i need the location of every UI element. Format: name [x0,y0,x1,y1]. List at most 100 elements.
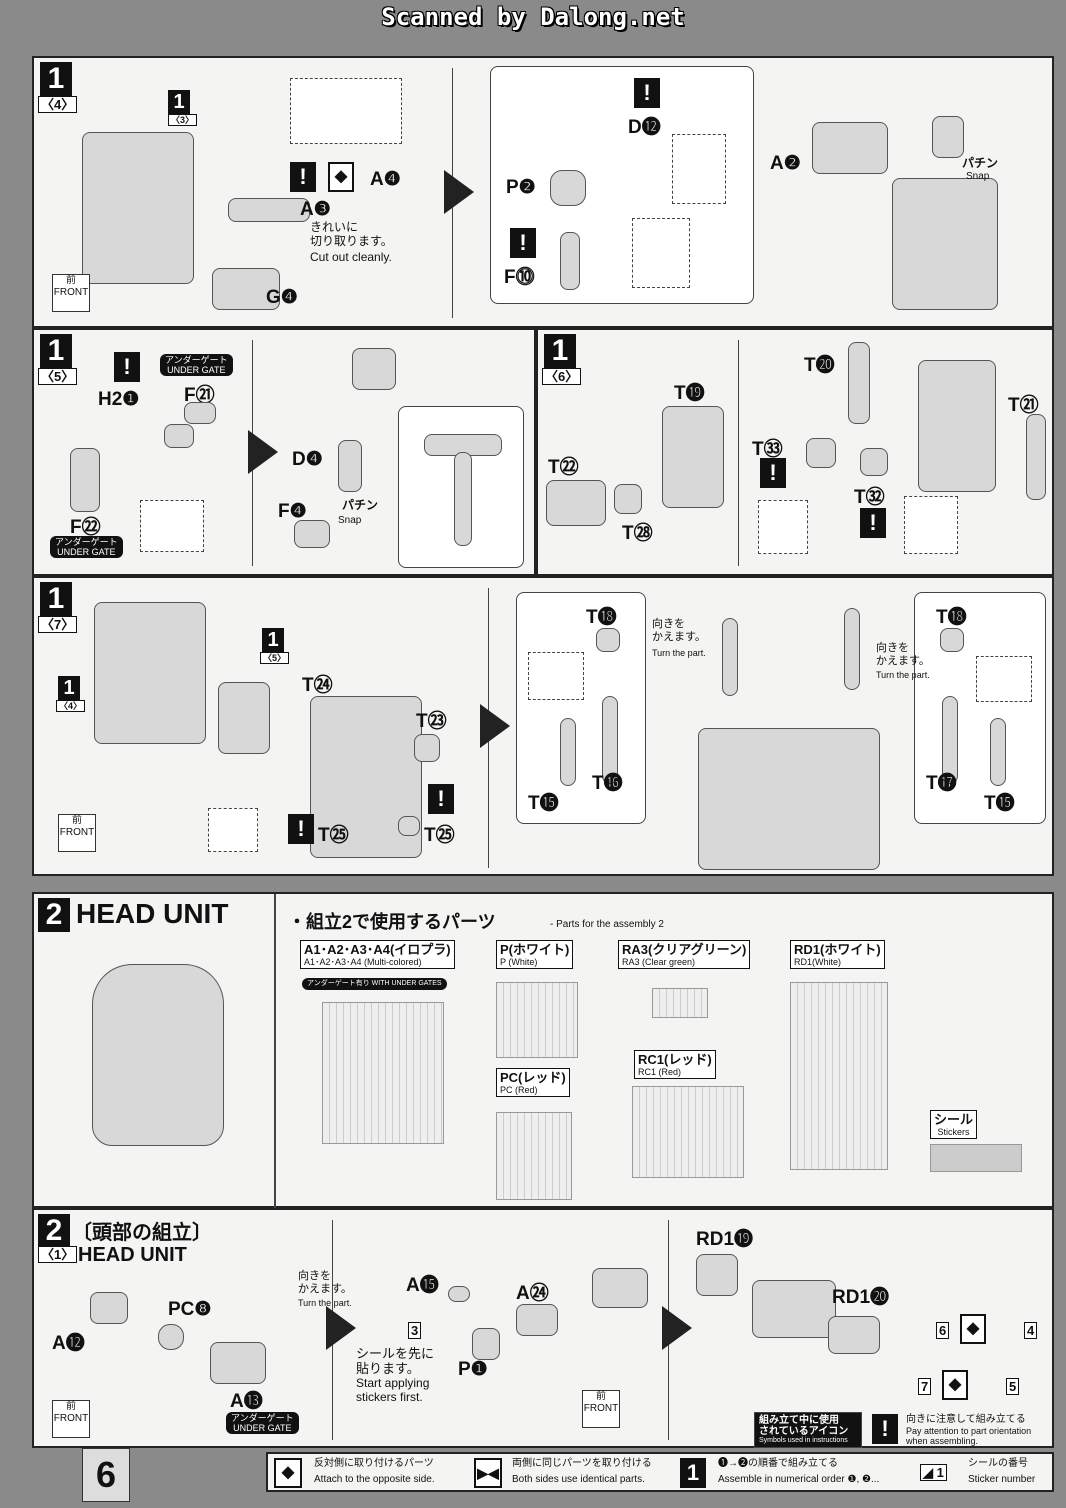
opposite-side-icon: ◆ [328,162,354,192]
step-number: 1 [544,334,576,368]
front-jp: 前 [66,1401,76,1412]
both-sides-icon: ▶◀ [474,1458,502,1488]
part-pc8-label: PC❽ [168,1299,212,1320]
part-f4-label: F❹ [278,501,307,522]
snap-en: Snap [338,515,362,526]
flow-arrow [248,430,278,474]
sprue-a-label: A1･A2･A3･A4(イロプラ)A1･A2･A3･A4 (Multi-colo… [300,940,455,969]
part-a13-label: A⓭ [230,1391,263,1412]
part-t15-label: T⓯ [528,793,559,814]
opposite-en: Attach to the opposite side. [314,1474,435,1485]
t28-part [614,484,642,514]
part-t18-label: T⓲ [936,607,967,628]
opposite-jp: 反対側に取り付けるパーツ [314,1458,434,1469]
step-number: 2 [38,898,70,932]
sticker-number-icon: ◢ 1 [920,1464,947,1481]
stickers-en: Stickers [937,1127,970,1137]
ref-substep: 〈4〉 [56,700,86,712]
flow-arrow [444,170,474,214]
sprue-ra3-en: RA3 (Clear green) [622,957,696,967]
t23-part [414,734,440,762]
part-t32-label: T㉜ [854,487,885,508]
t18-part [596,628,620,652]
h2-part [164,424,194,448]
front-jp: 前 [596,1391,606,1402]
opposite-side-icon: ◆ [942,1370,968,1400]
part-t19-label: T⓳ [674,383,705,404]
detail-box [632,218,690,288]
order-en: Assemble in numerical order ❶, ❷... [718,1474,880,1485]
front-en: FRONT [53,287,89,298]
part-a2-label: A❷ [770,153,801,174]
detail-box [976,656,1032,702]
sticker-7: 7 [918,1378,932,1395]
head-unit-illustration [92,964,224,1146]
substep-label: 〈7〉 [38,616,78,633]
t15-part [560,718,576,786]
t25-part [398,816,420,836]
ref-substep: 〈5〉 [260,652,290,664]
head-part [90,1292,128,1324]
warning-icon: ! [114,352,140,382]
d4-upper-part [352,348,396,390]
under-gate-en: UNDER GATE [233,1423,292,1433]
sprue-a-jp: A1･A2･A3･A4(イロプラ) [304,942,451,957]
cut-cleanly-jp: きれいに 切り取ります。 [310,220,393,248]
t33-part [806,438,836,468]
chest-assembly-part [82,132,194,284]
part-a15-label: A⓯ [406,1275,439,1296]
head-connector-part [932,116,964,158]
sticker-sheet [930,1144,1022,1172]
sprue-a [322,1002,444,1144]
parts-title: ・組立2で使用するパーツ [288,912,496,932]
opposite-side-icon: ◆ [960,1314,986,1344]
front-jp: 前 [66,275,76,286]
step-number: 2 [38,1214,70,1248]
part-t25-label: T㉕ [424,825,455,846]
a3-part [228,198,310,222]
part-t21-label: T㉑ [1008,395,1039,416]
turn-part-en: Turn the part. [298,1298,352,1308]
part-t20-label: T⓴ [804,355,835,376]
part-f22-label: F㉒ [70,517,101,538]
part-rd19-label: RD1⓳ [696,1229,754,1250]
sprue-pc-jp: PC(レッド) [500,1070,566,1085]
part-f10-label: F⓾ [504,267,535,288]
step-number: 1 [40,334,72,368]
pc8-part [158,1324,184,1350]
detail-box [208,808,258,852]
rd20-part [828,1316,880,1354]
step-number: 1 [40,62,72,96]
a24-part [516,1304,558,1336]
sprue-p-en: P (White) [500,957,538,967]
warning-icon: ! [288,814,314,844]
sprue-p [496,982,578,1058]
front-en: FRONT [59,827,95,838]
order-icon: 1 [680,1458,706,1488]
sprue-ra3-jp: RA3(クリアグリーン) [622,942,747,957]
warning-icon: ! [872,1414,898,1444]
part-a3-label: A❸ [300,199,331,220]
under-gate-en: UNDER GATE [57,547,116,557]
step1-4-panel: 1 〈4〉 1 〈3〉 ! ◆ A❹ A❸ きれいに 切り取ります。 Cut o… [32,56,1054,328]
warning-icon: ! [510,228,536,258]
ref-step-number: 1 [58,676,80,700]
rd19-part [696,1254,738,1296]
under-gate-en: UNDER GATE [167,365,226,375]
step2-parts-panel: 2 HEAD UNIT ・組立2で使用するパーツ - Parts for the… [32,892,1054,1208]
part-rd20-label: RD1⓴ [832,1287,890,1308]
part-a4-label: A❹ [370,169,401,190]
f22-part [70,448,100,512]
part-t23-label: T㉓ [416,711,447,732]
snap-en: Snap [966,171,990,182]
sprue-rc1-label: RC1(レッド)RC1 (Red) [634,1050,716,1079]
warning-icon: ! [428,784,454,814]
part-a12-label: A⓬ [52,1333,85,1354]
orient-jp: 向きに注意して組み立てる [906,1414,1026,1425]
